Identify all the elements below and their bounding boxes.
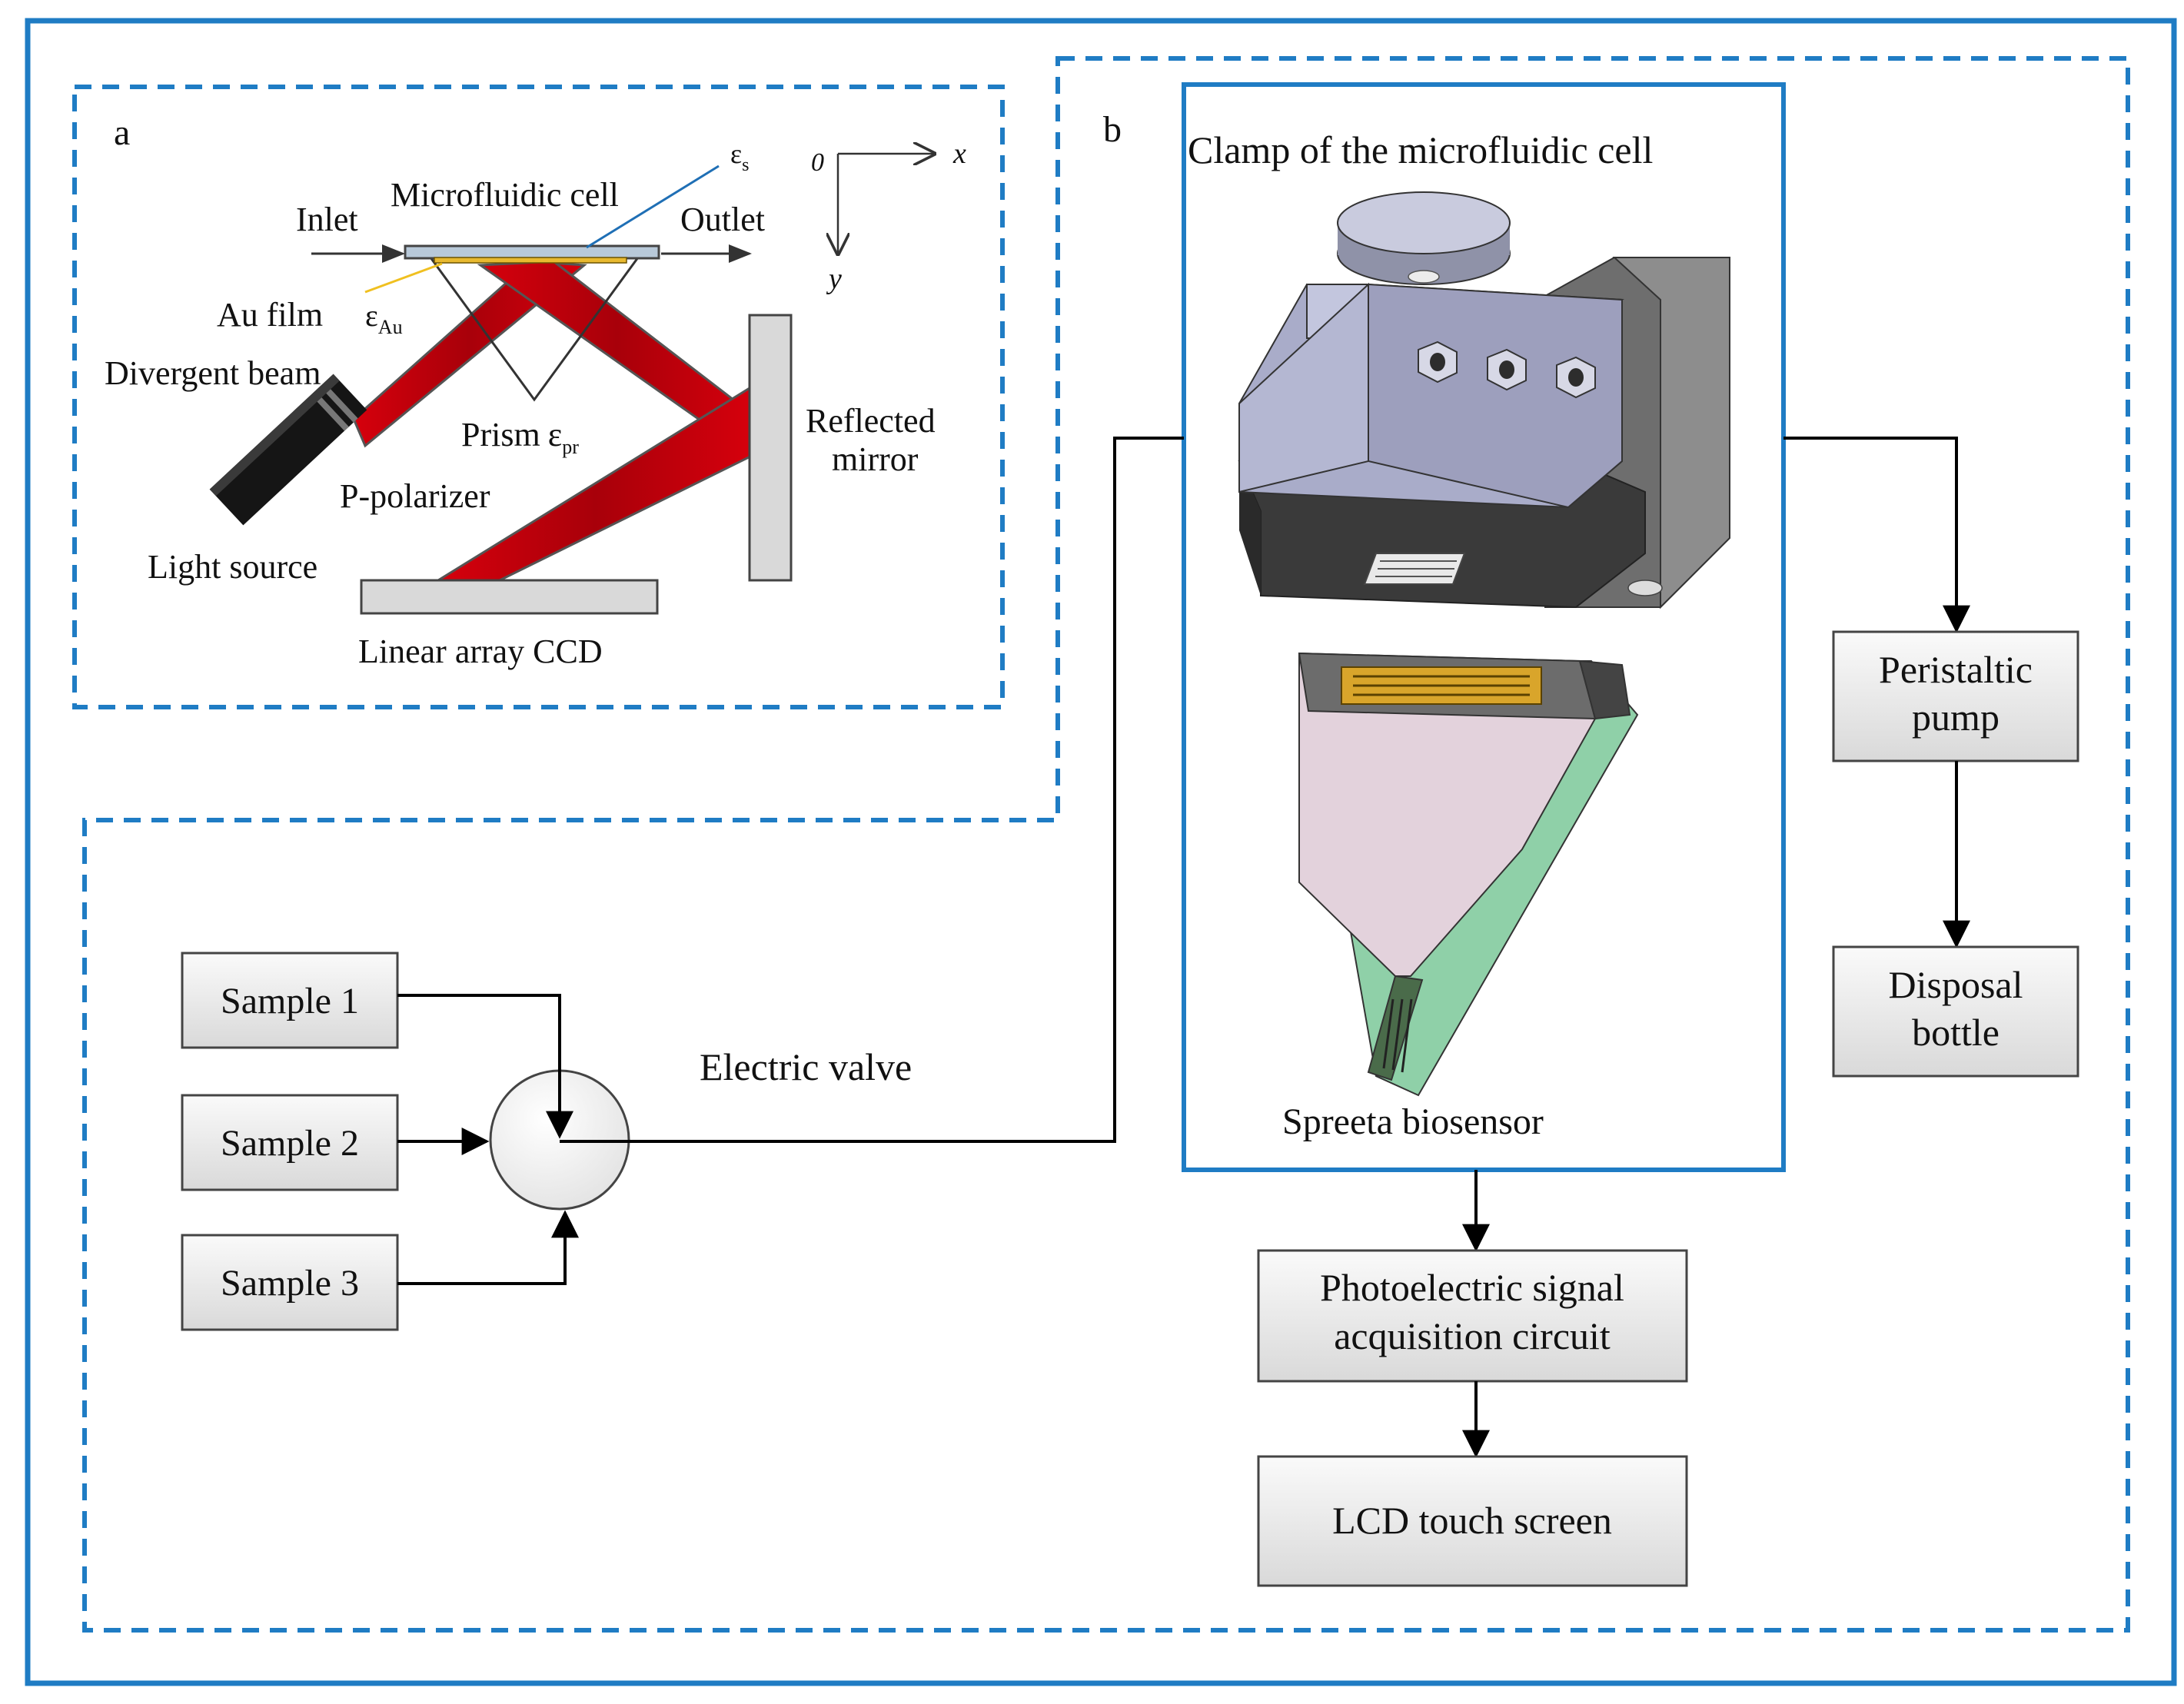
panel-b-tag: b <box>1103 109 1122 150</box>
connector-sample1 <box>397 994 573 1139</box>
label-electric-valve: Electric valve <box>700 1045 912 1088</box>
sample-3-box <box>181 1234 399 1331</box>
linear-array-ccd <box>360 579 659 615</box>
label-linear-ccd: Linear array CCD <box>358 633 603 670</box>
axis-origin: 0 <box>811 148 824 177</box>
axis-indicator: 0 x y <box>811 138 966 295</box>
label-au-film: Au film <box>217 296 323 334</box>
light-source <box>209 374 367 526</box>
label-eps-s: εs <box>730 138 749 175</box>
disposal-label-1: Disposal <box>1889 963 2023 1006</box>
au-film-strip <box>434 257 627 264</box>
label-inlet: Inlet <box>296 201 358 238</box>
connector-valve-to-clamp <box>560 437 1184 1143</box>
sample-1-label: Sample 1 <box>221 981 359 1021</box>
clamp-title: Clamp of the microfluidic cell <box>1188 128 1653 171</box>
spreeta-illustration <box>1298 652 1639 1097</box>
panel-a-tag: a <box>114 112 130 153</box>
label-reflected-mirror-2: mirror <box>832 440 919 478</box>
sample-3-label: Sample 3 <box>221 1263 359 1304</box>
clamp-illustration <box>1238 191 1730 610</box>
panel-b: b Clamp of the microfluidic cell <box>181 82 2079 1587</box>
label-eps-au: εAu <box>365 298 403 338</box>
connector-sample3 <box>397 1210 579 1285</box>
label-outlet: Outlet <box>680 201 765 238</box>
panel-a: a 0 x <box>105 112 966 670</box>
eps-s-pointer <box>586 164 720 249</box>
peristaltic-label-2: pump <box>1912 696 2000 739</box>
label-spreeta: Spreeta biosensor <box>1282 1101 1544 1142</box>
connector-clamp-to-pump <box>1783 437 1970 633</box>
sample-1-box <box>181 952 399 1049</box>
axis-y: y <box>826 263 842 295</box>
label-divergent-beam: Divergent beam <box>105 354 321 392</box>
lcd-box <box>1257 1455 1688 1587</box>
disposal-label-2: bottle <box>1912 1011 2000 1054</box>
photoelectric-label-2: acquisition circuit <box>1334 1314 1611 1357</box>
peristaltic-label-1: Peristaltic <box>1879 648 2033 691</box>
microfluidic-cell-plate <box>404 244 660 260</box>
label-reflected-mirror-1: Reflected <box>806 402 936 440</box>
lcd-label: LCD touch screen <box>1332 1499 1612 1542</box>
peristaltic-pump-box <box>1832 630 2079 762</box>
reflected-mirror <box>748 314 793 582</box>
photoelectric-box <box>1257 1249 1688 1383</box>
label-p-polarizer: P-polarizer <box>340 477 490 515</box>
outer-frame <box>25 18 2177 1686</box>
photoelectric-label-1: Photoelectric signal <box>1320 1266 1624 1309</box>
sample-2-label: Sample 2 <box>221 1123 359 1164</box>
eps-au-pointer <box>364 262 443 294</box>
panel-b-frame <box>82 56 2130 1633</box>
axis-x: x <box>952 138 966 170</box>
disposal-bottle-box <box>1832 945 2079 1078</box>
label-microfluidic-cell: Microfluidic cell <box>391 176 619 214</box>
label-light-source: Light source <box>148 548 317 586</box>
